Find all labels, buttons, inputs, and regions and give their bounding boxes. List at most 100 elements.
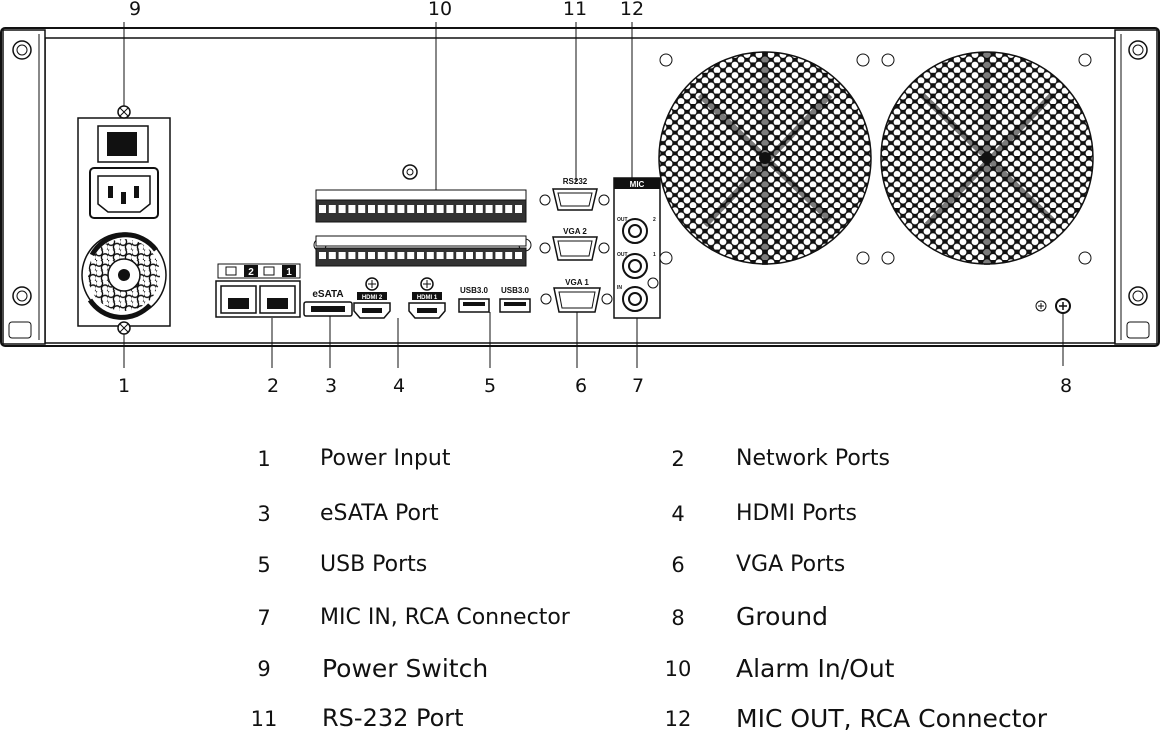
terminal-pin [446,205,454,213]
terminal-pin [368,205,375,213]
terminal-pin [456,252,464,259]
legend-text-12: MIC OUT, RCA Connector [736,704,1048,733]
terminal-pin [495,252,503,259]
terminal-pin [319,205,326,213]
psu-fan [81,232,167,320]
power-switch [97,125,149,163]
terminal-pin [446,252,454,259]
legend-num-2: 2 [671,447,685,471]
mic-block: MIC OUT 2 OUT 1 IN [613,177,661,319]
alarm-terminal-blocks [313,164,532,267]
legend-text-2: Network Ports [736,446,890,471]
terminal-pin [466,205,473,213]
hdmi-2-label: HDMI 2 [362,295,383,301]
fan-right [880,51,1094,265]
legend-text-7: MIC IN, RCA Connector [320,605,570,630]
mic-out-1-index: 1 [653,252,656,258]
terminal-pin [397,205,405,213]
rs232-label: RS232 [563,177,588,186]
hdmi-ports: HDMI 2 HDMI 1 [353,277,446,319]
legend-text-6: VGA Ports [736,552,846,577]
terminal-pin [436,205,444,213]
terminal-pin [475,252,483,259]
callout-6: 6 [575,375,587,397]
terminal-pin [328,205,336,213]
vga-1-label: VGA 1 [565,278,589,287]
usb-ports: USB3.0 USB3.0 [458,286,531,313]
mic-label: MIC [630,180,645,189]
terminal-pin [338,252,346,259]
legend-num-6: 6 [671,553,685,577]
usb-a-label: USB3.0 [460,286,489,295]
vga-ports: VGA 2 VGA 1 [539,227,613,313]
terminal-row-top [319,205,522,213]
terminal-row-bottom [319,252,522,259]
rs232-port: RS232 [539,177,610,211]
usb-b-label: USB3.0 [501,286,530,295]
legend-num-5: 5 [257,553,271,577]
legend-num-7: 7 [257,606,271,630]
terminal-pin [358,252,366,259]
cooling-fans [658,51,1094,265]
legend-num-4: 4 [671,502,685,526]
legend-num-10: 10 [664,657,692,681]
callout-12: 12 [620,0,644,20]
esata-port: eSATA [303,289,353,317]
rear-panel-diagram: 2 1 eSATA HDMI 2 HDMI 1 USB3.0 USB3. [0,0,1160,397]
callout-2: 2 [267,375,279,397]
terminal-pin [397,252,405,259]
legend-num-11: 11 [250,707,278,731]
terminal-pin [426,205,434,213]
terminal-pin [358,205,366,213]
terminal-pin [348,205,356,213]
mic-out-2-index: 2 [653,217,656,223]
legend-text-1: Power Input [320,446,451,471]
callout-4: 4 [393,375,405,397]
terminal-pin [475,205,483,213]
callout-1: 1 [118,375,130,397]
callout-3: 3 [325,375,337,397]
terminal-pin [417,205,424,213]
legend-text-8: Ground [736,602,828,631]
terminal-pin [505,205,513,213]
terminal-pin [426,252,434,259]
terminal-pin [377,252,385,259]
mic-out-1-label: OUT [617,252,628,258]
legend-text-4: HDMI Ports [736,501,858,526]
terminal-pin [515,252,522,259]
vga-2-label: VGA 2 [563,227,587,236]
callout-10: 10 [428,0,452,20]
callout-9: 9 [129,0,141,20]
leader-lines [123,22,1064,368]
callout-11: 11 [563,0,587,20]
terminal-pin [328,252,336,259]
ground-terminal [1035,298,1071,314]
terminal-pin [387,252,395,259]
legend-text-9: Power Switch [322,654,489,683]
terminal-pin [436,252,444,259]
fan-left [658,51,872,265]
terminal-pin [515,205,522,213]
power-input-socket [89,167,159,219]
legend-num-8: 8 [671,606,685,630]
terminal-pin [387,205,395,213]
legend-text-5: USB Ports [320,552,428,577]
callout-7: 7 [632,375,644,397]
esata-label: eSATA [312,289,343,300]
network-ports: 2 1 [215,263,301,318]
legend-num-3: 3 [257,502,271,526]
mic-in-label: IN [617,285,622,291]
terminal-pin [348,252,356,259]
callout-numbers: 9 10 11 12 1 2 3 4 5 6 7 8 [118,0,1072,397]
legend-text-11: RS-232 Port [322,704,464,732]
legend-num-1: 1 [257,447,271,471]
terminal-pin [338,205,346,213]
callout-8: 8 [1060,375,1072,397]
terminal-pin [407,205,415,213]
network-port-2-label: 2 [248,267,254,278]
terminal-pin [417,252,424,259]
callout-5: 5 [484,375,496,397]
terminal-pin [407,252,415,259]
terminal-pin [456,205,464,213]
terminal-pin [495,205,503,213]
